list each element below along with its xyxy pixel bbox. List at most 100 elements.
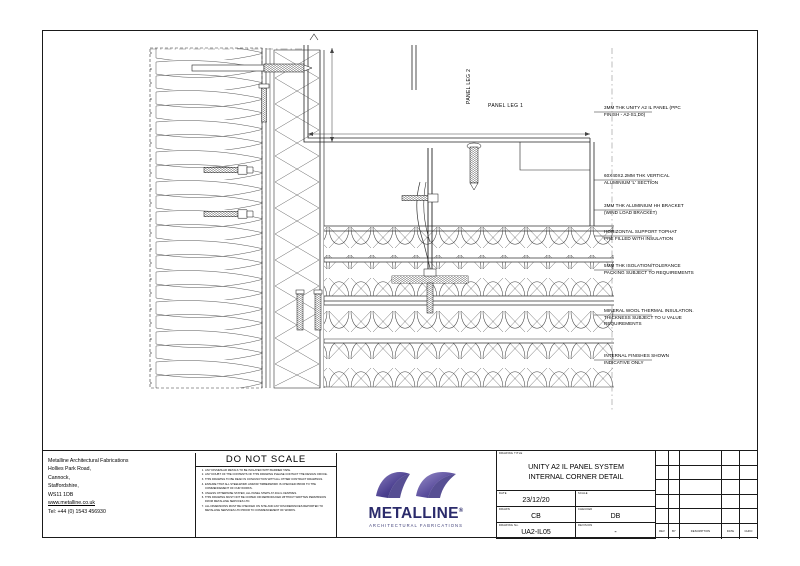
by-cell [669,465,680,480]
table-row [656,480,758,495]
revision-field: REVISION - [576,523,656,539]
note-item: ANY DISSIMILAR METALS TO BE ISOLATED WIT… [198,468,291,473]
company-name: Metalline Architectural Fabrications [48,458,129,464]
panel-leg1-label: PANEL LEG 1 [488,103,524,109]
note-item: ALL DIMENSIONS MUST BE CHECKED ON SITE A… [198,504,324,512]
drawing-number-field: DRAWING No. UA2-IL05 [496,523,576,539]
header-by: BY [669,524,680,539]
panel-corner-profile [303,45,595,226]
checked-by-field: CHECKED DB [576,507,656,523]
band-fixings [295,289,323,331]
logo-wordmark: METALLINE® [369,506,464,522]
note-item: THIS DRAWING TO BE READ IN CONJUNCTION W… [198,478,323,482]
company-address-3: Staffordshire, [48,483,79,490]
date-cell [722,494,740,509]
wall-fixings-vertical [203,165,254,219]
chkd-cell [740,465,758,480]
header-description: DESCRIPTION [680,524,722,539]
horizontal-insulation-bands [324,225,614,340]
drawn-label: DRAWN [499,508,510,511]
company-postcode: WS11 1DB [48,491,74,498]
header-rev: REV [656,524,669,539]
company-telephone: Tel: +44 (0) 1543 456930 [48,508,106,515]
drawn-value: CB [531,512,541,520]
revision-value: - [614,528,617,536]
by-cell [669,451,680,465]
callout-unity-panel: 3MM THK UNITY A2 IL PANEL (PPC FINISH - … [604,105,681,117]
header-chkd: CHKD [740,524,758,539]
header-date: DATE [722,524,740,539]
description-cell [680,465,722,480]
registered-mark: ® [458,507,464,514]
chkd-cell [740,494,758,509]
company-website-link[interactable]: www.metalline.co.uk [48,500,95,507]
description-cell [680,494,722,509]
table-row [656,451,758,466]
notes-panel: DO NOT SCALE ANY DISSIMILAR METALS TO BE… [195,453,337,537]
chkd-cell [740,509,758,523]
sheet-border [42,30,758,538]
date-field: DATE 23/12/20 [496,491,576,507]
rev-cell [656,451,669,465]
section-marker [309,33,319,41]
panel-leg2-dimension [330,48,334,142]
description-cell [680,509,722,523]
title-block: Metalline Architectural Fabrications Hol… [42,450,758,539]
note-item: ANY DOUBT OF THE CONTENTS OF THIS DRAWIN… [198,473,328,477]
note-item: ENSURE THAT ALL STEELWORK AND/OR TIMBERW… [198,482,316,490]
drawing-number-value: UA2-IL05 [521,528,551,536]
rev-cell [656,494,669,509]
note-item: THIS DRAWING MUST NOT BE COPIED OR REPRO… [198,496,327,504]
checked-value: DB [610,512,621,520]
date-label: DATE [499,492,507,495]
chkd-cell [740,451,758,465]
rev-cell [656,480,669,494]
note-item: UNLESS OTHERWISE STATED, ALL PANEL STEPS… [198,491,297,496]
date-cell [722,509,740,523]
cavity-insulation-vertical [273,49,325,389]
company-address-1: Hollies Park Road, [48,466,91,473]
table-row [656,494,758,510]
scale-field: SCALE [576,491,656,507]
checked-label: CHECKED [578,508,593,511]
drawing-number-label: DRAWING No. [499,524,519,527]
date-cell [722,451,740,465]
aluminium-L-section-and-bracket [391,142,482,314]
logo-wave-mark [376,471,456,498]
by-cell [669,494,680,509]
rev-cell [656,465,669,480]
by-cell [669,480,680,494]
scale-label: SCALE [578,492,588,495]
title-fields: DRAWING TITLE UNITY A2 IL PANEL SYSTEM I… [496,451,758,539]
rev-cell [656,509,669,523]
logo-wordmark-text: METALLINE [368,504,459,522]
internal-finishes [324,342,614,388]
leader-lines [594,111,652,361]
company-address-2: Cannock, [48,474,70,481]
callout-hh-bracket: 3MM THK ALUMINIUM HH BRACKET (WIND LOAD … [604,203,684,215]
drawn-by-field: DRAWN CB [496,507,576,523]
revision-label: REVISION [578,524,593,527]
date-value: 23/12/20 [522,496,550,504]
drawing-canvas [42,30,758,538]
callout-support-tophat: HORIZONTAL SUPPORT TOPHAT PRE FILLED WIT… [604,229,678,241]
company-details: Metalline Architectural Fabrications Hol… [48,457,128,516]
callout-mineral-wool: MINERAL WOOL THERMAL INSULATION. THICKNE… [604,308,694,327]
callout-internal-finishes: INTERNAL FINISHES SHOWN INDICATIVE ONLY [604,353,670,365]
drawing-title-field: DRAWING TITLE UNITY A2 IL PANEL SYSTEM I… [496,451,656,491]
date-cell [722,480,740,494]
panel-leg1-dimension [308,132,590,136]
drawing-title-value: UNITY A2 IL PANEL SYSTEM INTERNAL CORNER… [528,462,624,482]
callout-isolation-packing: 5MM THK ISOLATION/TOLERANCE PACKING SUBJ… [604,263,694,275]
top-fixing-assembly [191,63,313,123]
do-not-scale-heading: DO NOT SCALE [196,453,336,467]
panel-leg2-label: PANEL LEG 2 [466,68,472,104]
chkd-cell [740,480,758,494]
table-row [656,465,758,481]
revision-table: REV BY DESCRIPTION DATE CHKD [656,451,758,539]
description-cell [680,480,722,494]
table-header-row: REV BY DESCRIPTION DATE CHKD [656,524,758,539]
table-row [656,509,758,524]
by-cell [669,509,680,523]
